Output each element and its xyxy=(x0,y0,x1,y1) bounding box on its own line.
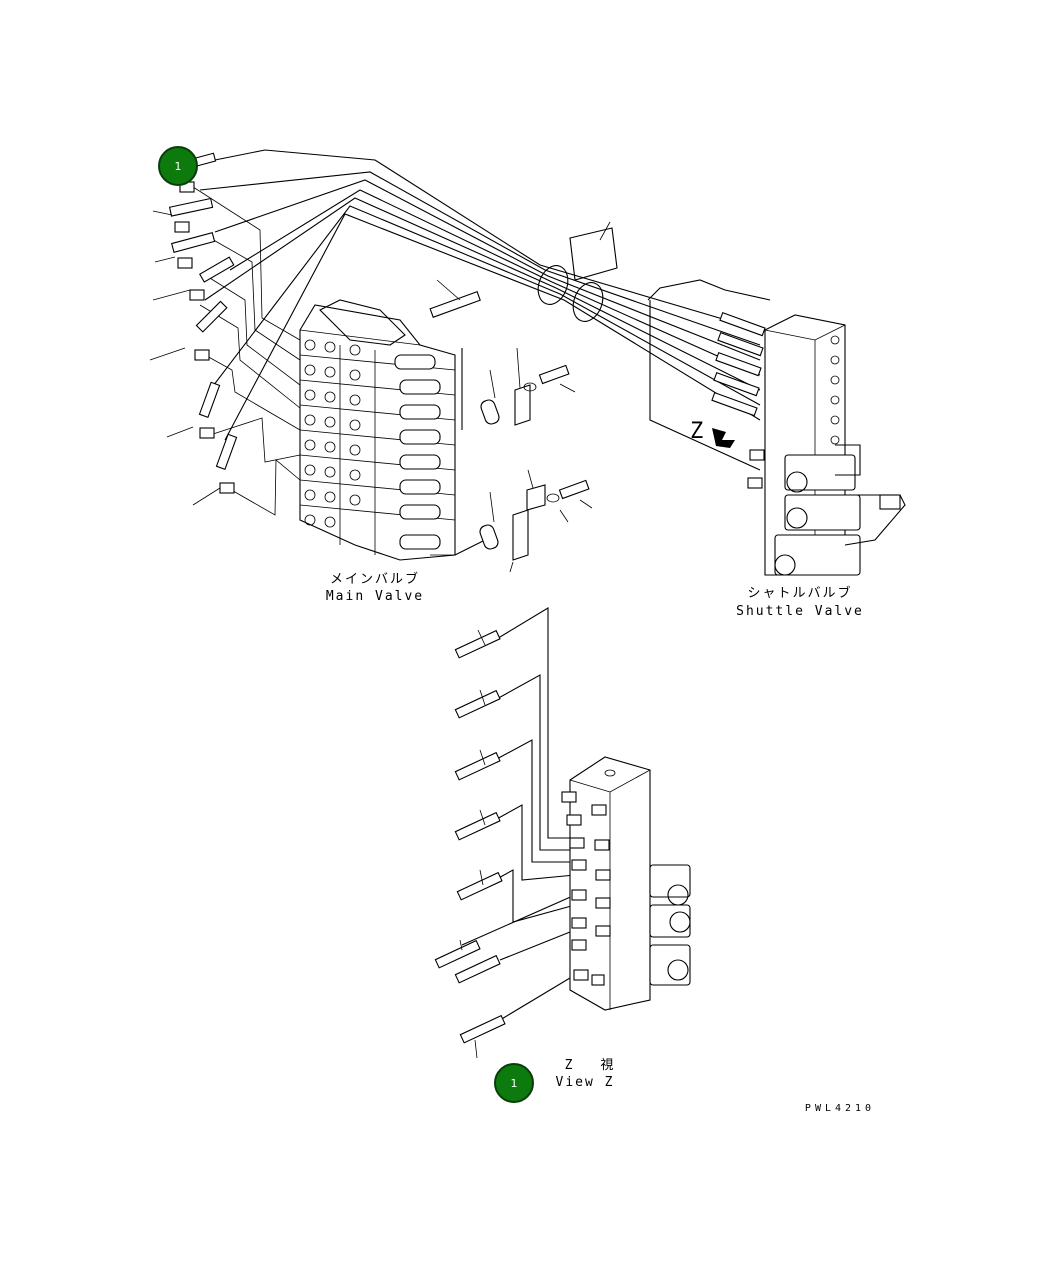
view-z-pipes xyxy=(461,607,576,1021)
view-z-label: View Z xyxy=(555,1075,615,1090)
shuttle-valve-label-jp: シャトルバルブ xyxy=(747,586,853,601)
hose-bundle xyxy=(189,149,761,516)
view-z-solenoids xyxy=(649,864,691,986)
view-z-label-jp: Z 視 xyxy=(564,1058,616,1073)
valve-ports xyxy=(304,339,361,528)
hose-clamp-rings xyxy=(537,221,618,322)
loose-parts xyxy=(429,279,593,573)
main-valve-body xyxy=(299,299,456,561)
solenoid-blocks xyxy=(774,444,906,576)
view-z-fittings xyxy=(434,629,506,1059)
shuttle-valve-ports xyxy=(830,335,840,445)
view-arrow-letter: Z xyxy=(690,419,703,444)
shuttle-valve-label: Shuttle Valve xyxy=(736,604,864,619)
shuttle-hose-ends xyxy=(711,312,766,489)
valve-spools xyxy=(394,354,441,550)
upper-assembly: Z xyxy=(149,149,906,576)
drawing-code: PWL4210 xyxy=(804,1103,876,1114)
view-z-arrow: Z xyxy=(647,279,771,471)
view-z-block xyxy=(561,756,691,1011)
part-callout-1-view-z[interactable]: 1 xyxy=(494,1063,534,1103)
view-z-block-ports xyxy=(561,791,611,986)
main-valve-label: Main Valve xyxy=(325,589,425,604)
shuttle-valve xyxy=(711,312,906,576)
part-callout-1[interactable]: 1 xyxy=(158,146,198,186)
hose-end-fittings xyxy=(149,152,238,506)
view-z-assembly xyxy=(434,607,691,1059)
main-valve-label-jp: メインバルブ xyxy=(329,572,420,587)
